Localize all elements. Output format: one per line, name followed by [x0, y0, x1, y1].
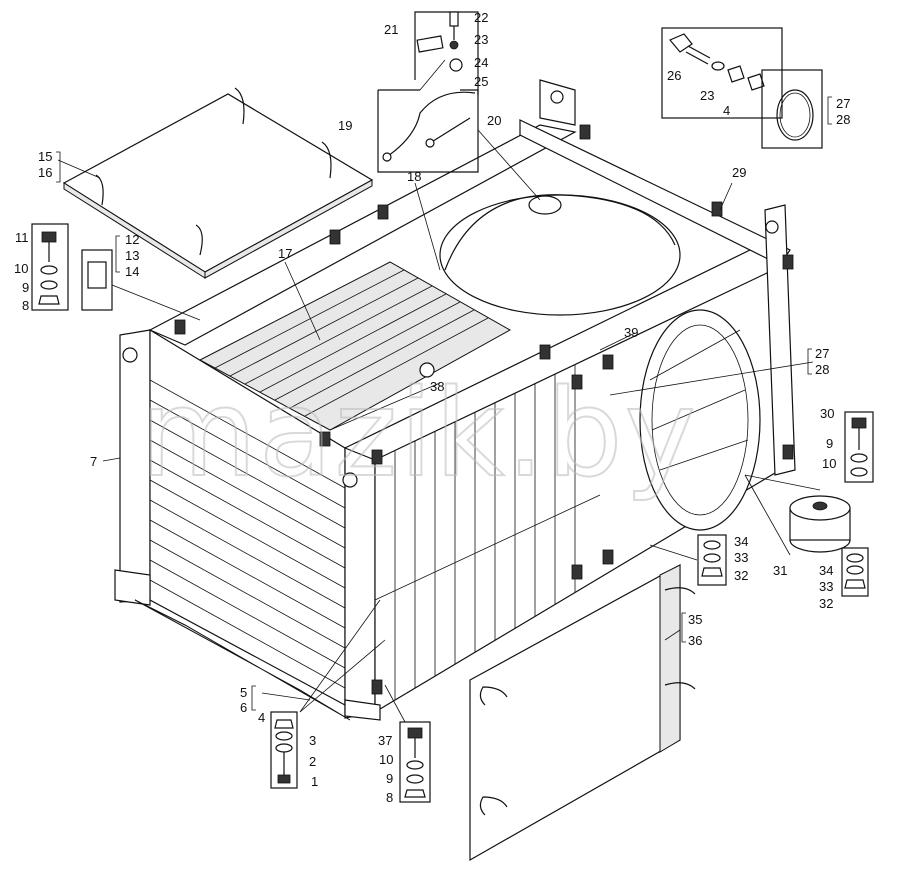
- fastener-stack-8-30: [844, 411, 874, 483]
- fan-shroud: [439, 194, 761, 531]
- part-label: 22: [474, 10, 488, 25]
- top-cover-panel: [62, 87, 374, 279]
- part-label: 29: [732, 165, 746, 180]
- part-label: 1: [311, 774, 318, 789]
- part-label: 4: [258, 710, 265, 725]
- watermark: mazik.by: [140, 365, 698, 504]
- part-label: 23: [474, 32, 488, 47]
- part-label: 16: [38, 165, 52, 180]
- detail-box-26-23-4: [661, 27, 783, 119]
- part-label: 33: [819, 579, 833, 594]
- part-label: 26: [667, 68, 681, 83]
- part-label: 39: [624, 325, 638, 340]
- part-labels: 1 2 3 4 4 5 6 7 8 8 9 9 9 10 10 10 11 12…: [14, 10, 850, 805]
- part-label: 34: [734, 534, 748, 549]
- part-label: 28: [836, 112, 850, 127]
- detail-box-clamp: [761, 69, 823, 149]
- label-braces: [56, 96, 832, 711]
- part-label: 23: [700, 88, 714, 103]
- part-label: 17: [278, 246, 292, 261]
- top-louvers: [214, 269, 489, 417]
- part-label: 19: [338, 118, 352, 133]
- part-label: 33: [734, 550, 748, 565]
- front-slats: [374, 351, 601, 700]
- leader-lines: [57, 59, 821, 723]
- part-label: 10: [14, 261, 28, 276]
- side-door-panel: [469, 563, 696, 862]
- part-label: 6: [240, 700, 247, 715]
- part-label: 32: [734, 568, 748, 583]
- fastener-stack-32-34: [697, 534, 869, 597]
- part-label: 32: [819, 596, 833, 611]
- part-label: 37: [378, 733, 392, 748]
- part-label: 12: [125, 232, 139, 247]
- part-label: 25: [474, 74, 488, 89]
- part-label: 21: [384, 22, 398, 37]
- part-label: 20: [487, 113, 501, 128]
- part-label: 10: [822, 456, 836, 471]
- part-label: 9: [386, 771, 393, 786]
- part-label: 38: [430, 379, 444, 394]
- part-label: 2: [309, 754, 316, 769]
- part-label: 27: [815, 346, 829, 361]
- part-label: 31: [773, 563, 787, 578]
- part-label: 35: [688, 612, 702, 627]
- part-label: 9: [22, 280, 29, 295]
- part-label: 8: [22, 298, 29, 313]
- part-label: 27: [836, 96, 850, 111]
- fastener-stack-8-37: [399, 721, 431, 803]
- part-label: 18: [407, 169, 421, 184]
- part-label: 11: [15, 230, 29, 245]
- radiator-housing: [114, 79, 796, 721]
- part-label: 24: [474, 55, 488, 70]
- part-label: 13: [125, 248, 139, 263]
- part-label: 15: [38, 149, 52, 164]
- detail-box-19-20: [377, 89, 479, 173]
- part-label: 36: [688, 633, 702, 648]
- part-label: 4: [723, 103, 730, 118]
- part-label: 5: [240, 685, 247, 700]
- part-label: 8: [386, 790, 393, 805]
- left-louvers: [149, 379, 346, 689]
- part-label: 28: [815, 362, 829, 377]
- rubber-mount: [789, 495, 851, 553]
- part-label: 7: [90, 454, 97, 469]
- part-label: 9: [826, 436, 833, 451]
- part-label: 34: [819, 563, 833, 578]
- part-label: 14: [125, 264, 139, 279]
- detail-box-21-25: [414, 11, 479, 95]
- part-label: 10: [379, 752, 393, 767]
- fastener-stack-1-4: [270, 711, 298, 789]
- detail-box-11-14: [31, 223, 113, 311]
- part-label: 30: [820, 406, 834, 421]
- part-label: 3: [309, 733, 316, 748]
